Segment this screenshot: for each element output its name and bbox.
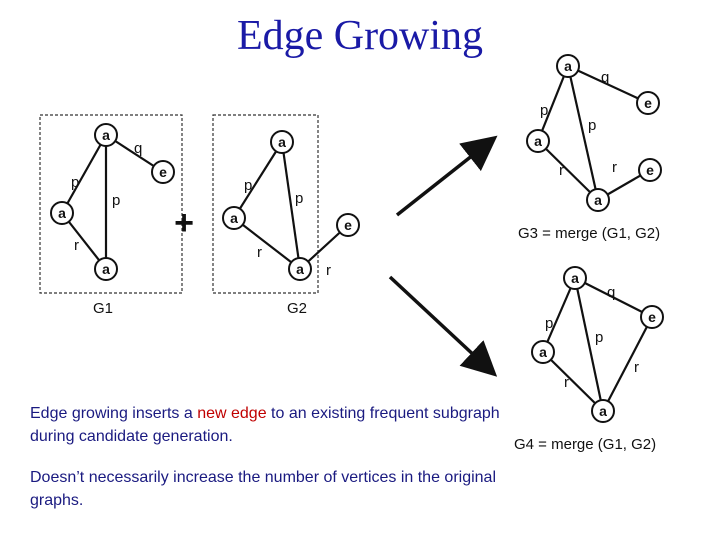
g2-edge-label-r-right: r — [326, 262, 331, 279]
g3-edge-top-bottom — [566, 65, 600, 201]
g4-node-e: e — [640, 305, 664, 329]
description-text-start: Edge growing inserts a — [30, 405, 198, 422]
g1-node-a-bottom: a — [94, 257, 118, 281]
plus-sign: + — [174, 204, 194, 242]
g1-edge-label-p-right: p — [112, 192, 120, 209]
g1-caption: G1 — [93, 300, 113, 317]
g4-edges — [541, 277, 653, 412]
g4-node-a-left: a — [531, 340, 555, 364]
svg-text:e: e — [646, 162, 654, 178]
g1-dashed-box — [39, 114, 183, 294]
g1-edge-label-r: r — [74, 237, 79, 254]
g3-edge-top-left — [536, 65, 570, 142]
g4-edge-label-p-left: p — [545, 315, 553, 332]
svg-text:a: a — [296, 261, 304, 277]
svg-text:a: a — [102, 261, 110, 277]
g3-node-e-top: e — [636, 91, 660, 115]
g2-edge-top-left — [233, 141, 283, 219]
g4-node-a-bottom: a — [591, 399, 615, 423]
g1-node-e: e — [151, 160, 175, 184]
g4-node-a-top: a — [563, 266, 587, 290]
g3-edge-left-bottom — [537, 140, 599, 201]
g1-edge-a-a-left — [61, 134, 107, 214]
svg-text:a: a — [58, 205, 66, 221]
g4-edge-top-e — [574, 277, 653, 318]
g2-edge-label-p-right: p — [295, 190, 303, 207]
g2-node-a-left: a — [222, 206, 246, 230]
g4-edge-label-r-left: r — [564, 374, 569, 391]
svg-text:a: a — [594, 192, 602, 208]
g2-node-a-bottom: a — [288, 257, 312, 281]
g2-edge-top-bottom — [280, 141, 302, 270]
svg-text:a: a — [599, 403, 607, 419]
svg-text:e: e — [644, 95, 652, 111]
svg-text:a: a — [571, 270, 579, 286]
g2-node-a-top: a — [270, 130, 294, 154]
g3-node-a-top: a — [556, 54, 580, 78]
g4-edge-top-left — [541, 277, 577, 353]
g3-node-e-right: e — [638, 158, 662, 182]
arrow-to-g3 — [395, 135, 498, 217]
g3-edge-top-e — [567, 65, 649, 104]
g3-caption: G3 = merge (G1, G2) — [518, 225, 660, 242]
g2-edge-left-bottom — [233, 217, 301, 270]
g4-edge-label-q: q — [607, 284, 615, 301]
slide-title: Edge Growing — [236, 13, 484, 59]
g4-caption: G4 = merge (G1, G2) — [514, 436, 656, 453]
svg-text:a: a — [564, 58, 572, 74]
g3-edge-label-p-right: p — [588, 117, 596, 134]
svg-text:a: a — [534, 133, 542, 149]
svg-text:e: e — [344, 217, 352, 233]
g1-edge-label-q: q — [134, 140, 142, 157]
description-paragraph: Edge growing inserts a new edge to an ex… — [30, 402, 500, 448]
g4-edge-e-bottom — [602, 316, 653, 412]
svg-text:a: a — [102, 127, 110, 143]
g3-edge-label-r-right: r — [612, 159, 617, 176]
note-paragraph: Doesn’t necessarily increase the number … — [30, 469, 497, 509]
g3-node-a-left: a — [526, 129, 550, 153]
svg-text:e: e — [648, 309, 656, 325]
g3-node-a-bottom: a — [586, 188, 610, 212]
g4-edge-left-bottom — [542, 351, 604, 412]
g2-edge-label-r-left: r — [257, 244, 262, 261]
g3-edge-label-q: q — [601, 69, 609, 86]
g2-dashed-box — [212, 114, 319, 294]
g2-caption: G2 — [287, 300, 307, 317]
g1-edge-label-p-left: p — [71, 174, 79, 191]
g1-node-a-left: a — [50, 201, 74, 225]
arrow-to-g4 — [388, 275, 498, 377]
g4-edge-label-p-right: p — [595, 329, 603, 346]
svg-text:a: a — [539, 344, 547, 360]
g4-edge-top-bottom — [573, 277, 605, 412]
g3-edge-label-p-left: p — [540, 102, 548, 119]
svg-text:a: a — [230, 210, 238, 226]
g1-node-a-top: a — [94, 123, 118, 147]
g3-edge-label-r-left: r — [559, 162, 564, 179]
g4-edge-label-r-right: r — [634, 359, 639, 376]
svg-text:a: a — [278, 134, 286, 150]
description-text-end: to an existing frequent subgraph during … — [30, 405, 500, 445]
svg-text:e: e — [159, 164, 167, 180]
g2-edges — [233, 141, 349, 270]
g2-edge-label-p-left: p — [244, 177, 252, 194]
new-edge-highlight: new edge — [197, 405, 267, 422]
g2-node-e: e — [336, 213, 360, 237]
